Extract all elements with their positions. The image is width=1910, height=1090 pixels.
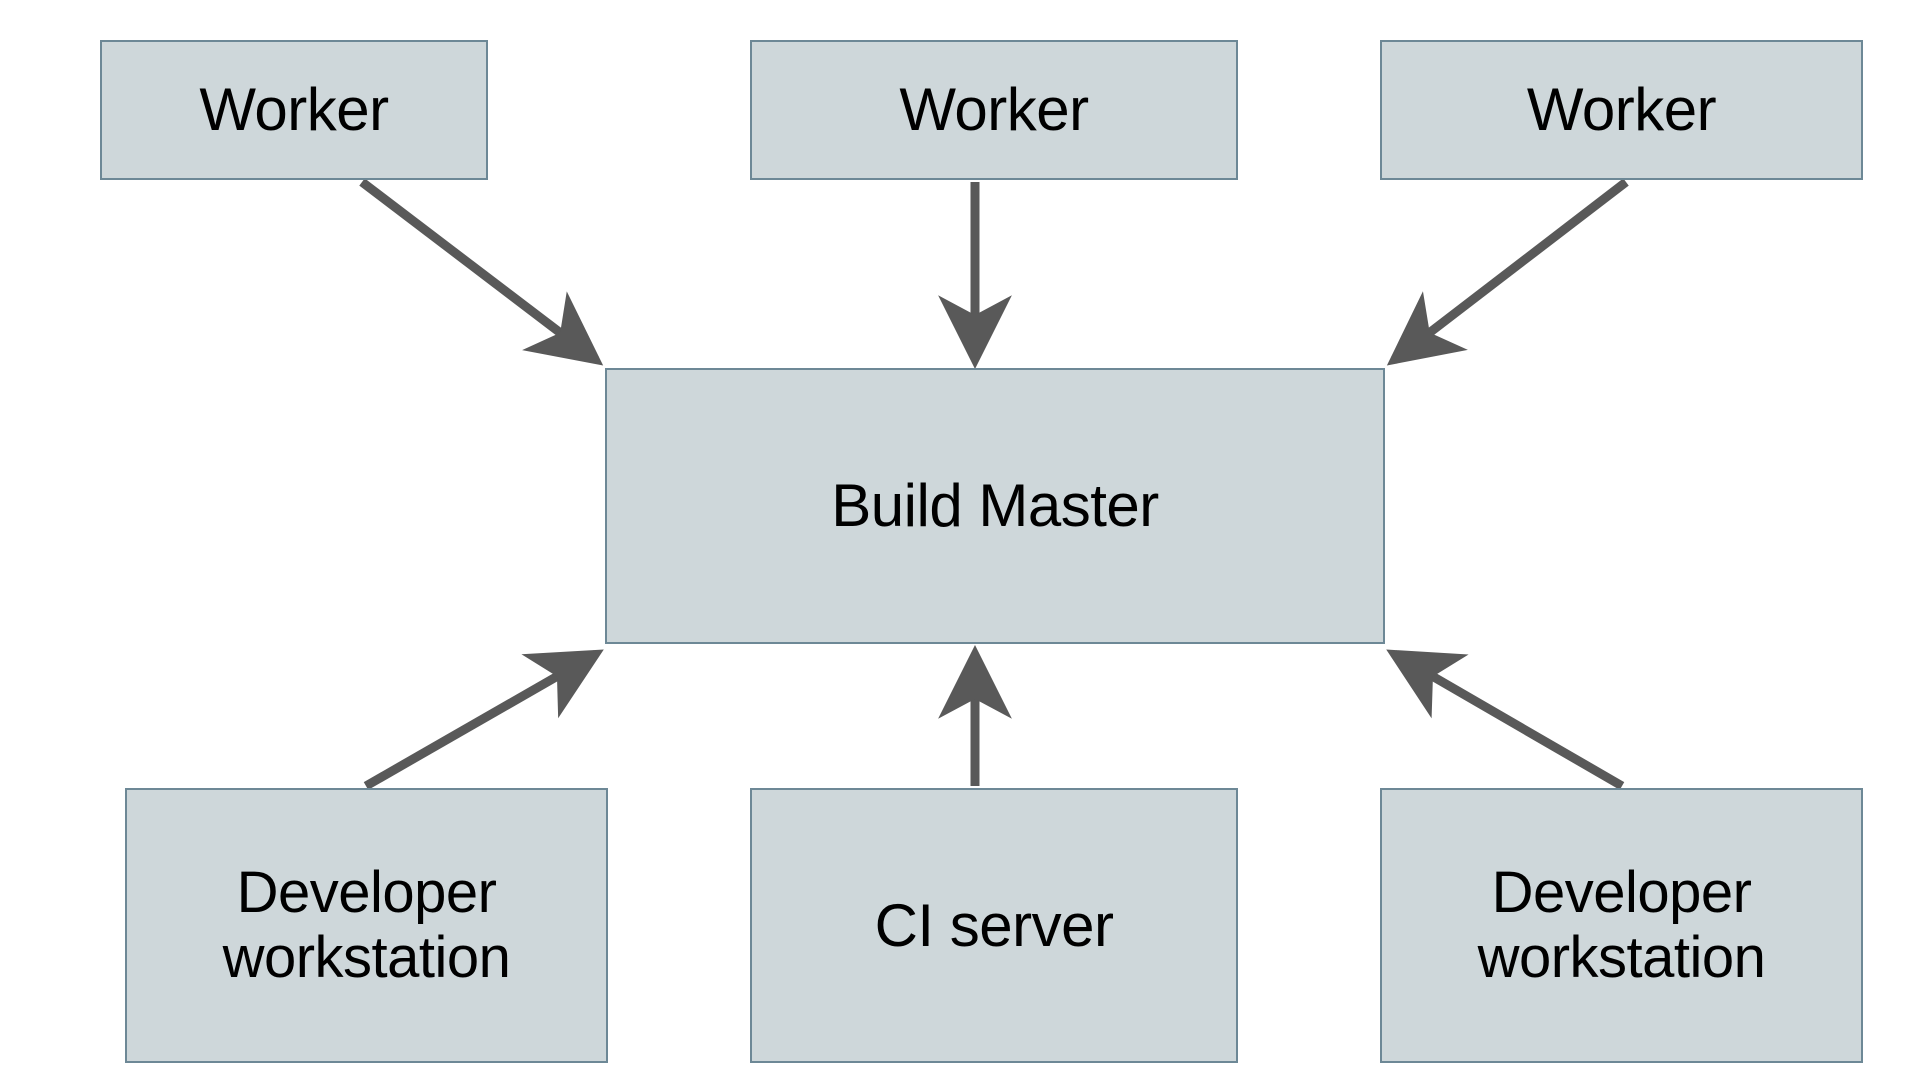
node-worker-center[interactable]: Worker [750, 40, 1238, 180]
node-worker-right-label: Worker [1526, 76, 1717, 144]
node-developer-workstation-right-label: Developer workstation [1477, 859, 1766, 990]
node-developer-workstation-right[interactable]: Developer workstation [1380, 788, 1863, 1063]
node-developer-workstation-left[interactable]: Developer workstation [125, 788, 608, 1063]
edge-worker-left-to-master [359, 178, 604, 366]
edge-dev-left-to-master [363, 649, 604, 790]
node-worker-center-label: Worker [899, 76, 1089, 144]
node-worker-left-label: Worker [199, 76, 389, 144]
node-build-master-label: Build Master [831, 472, 1159, 540]
node-worker-left[interactable]: Worker [100, 40, 488, 180]
node-ci-server-label: CI server [874, 891, 1114, 959]
node-build-master[interactable]: Build Master [605, 368, 1385, 644]
node-developer-workstation-left-label: Developer workstation [222, 859, 511, 990]
node-worker-right[interactable]: Worker [1380, 40, 1863, 180]
node-ci-server[interactable]: CI server [750, 788, 1238, 1063]
edge-dev-right-to-master [1386, 649, 1625, 790]
edge-worker-right-to-master [1386, 178, 1629, 366]
